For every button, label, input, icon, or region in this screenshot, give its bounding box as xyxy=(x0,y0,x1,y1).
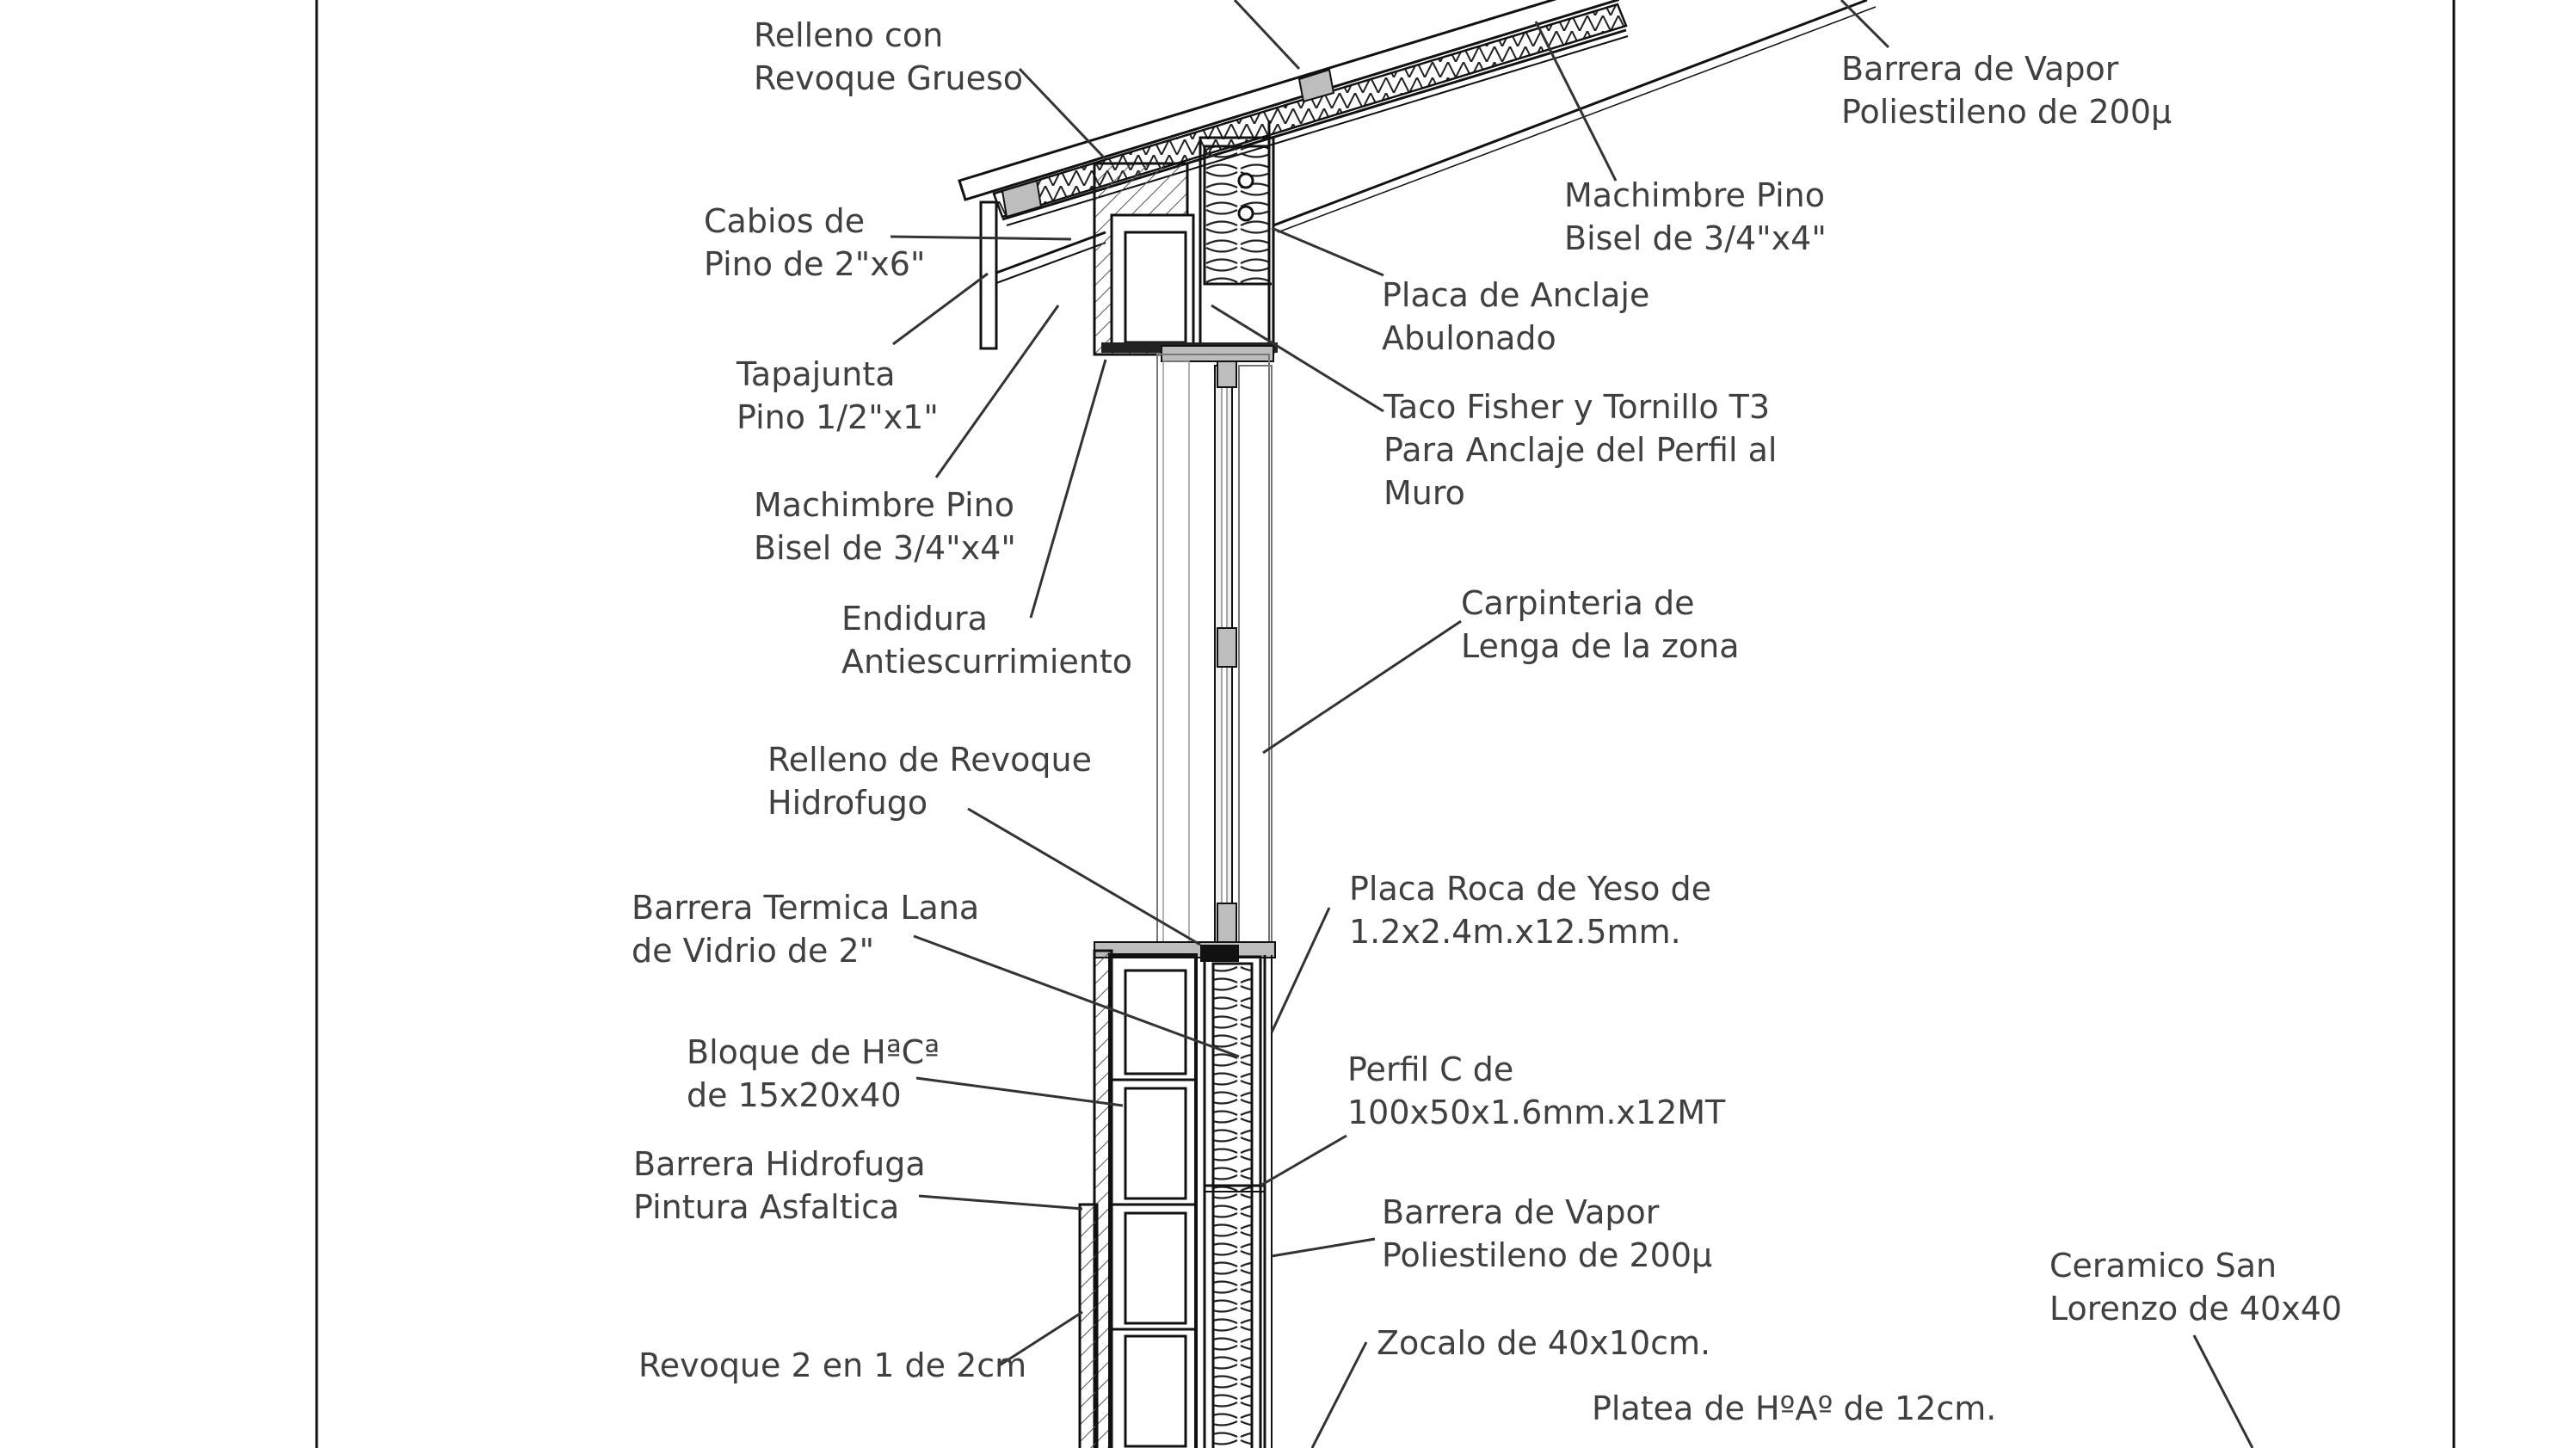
label-machimbre-roof: Machimbre Pino Bisel de 3/4"x4" xyxy=(1564,176,1827,257)
label-ceramico: Ceramico San Lorenzo de 40x40 xyxy=(2049,1247,2343,1328)
label-bloque: Bloque de HªCª de 15x20x40 xyxy=(687,1033,940,1114)
label-relleno-hidrofugo: Relleno de Revoque Hidrofugo xyxy=(767,741,1092,822)
window-frame xyxy=(1156,354,1273,949)
label-perfil-c: Perfil C de 100x50x1.6mm.x12MT xyxy=(1347,1051,1726,1131)
label-barrera-termica: Barrera Termica Lana de Vidrio de 2" xyxy=(632,889,980,970)
label-revoque-2en1: Revoque 2 en 1 de 2cm xyxy=(638,1346,1027,1384)
label-carpinteria: Carpinteria de Lenga de la zona xyxy=(1461,584,1740,665)
label-platea: Platea de HºAº de 12cm. xyxy=(1592,1389,1997,1427)
sheet-frame xyxy=(315,0,2456,1448)
label-barrera-vapor-wall: Barrera de Vapor Poliestileno de 200µ xyxy=(1382,1193,1713,1274)
wall-assembly xyxy=(1078,941,1276,1448)
label-barrera-vapor-roof: Barrera de Vapor Poliestileno de 200µ xyxy=(1841,50,2172,131)
label-endidura: Endidura Antiescurrimiento xyxy=(841,600,1133,681)
label-machimbre-eave: Machimbre Pino Bisel de 3/4"x4" xyxy=(754,486,1016,567)
label-cabios: Cabios de Pino de 2"x6" xyxy=(704,202,926,283)
label-zocalo: Zocalo de 40x10cm. xyxy=(1377,1324,1711,1362)
label-relleno-revoque-grueso: Relleno con Revoque Grueso xyxy=(754,16,1024,97)
lintel-assembly xyxy=(1093,120,1278,362)
label-placa-roca-yeso: Placa Roca de Yeso de 1.2x2.4m.x12.5mm. xyxy=(1349,870,1711,951)
leader-lines xyxy=(890,0,2254,1448)
label-barrera-hidrofuga: Barrera Hidrofuga Pintura Asfaltica xyxy=(633,1145,926,1226)
label-tapajunta: Tapajunta Pino 1/2"x1" xyxy=(736,355,939,436)
label-placa-anclaje: Placa de Anclaje Abulonado xyxy=(1382,276,1650,357)
label-taco-fisher: Taco Fisher y Tornillo T3 Para Anclaje d… xyxy=(1384,388,1778,512)
